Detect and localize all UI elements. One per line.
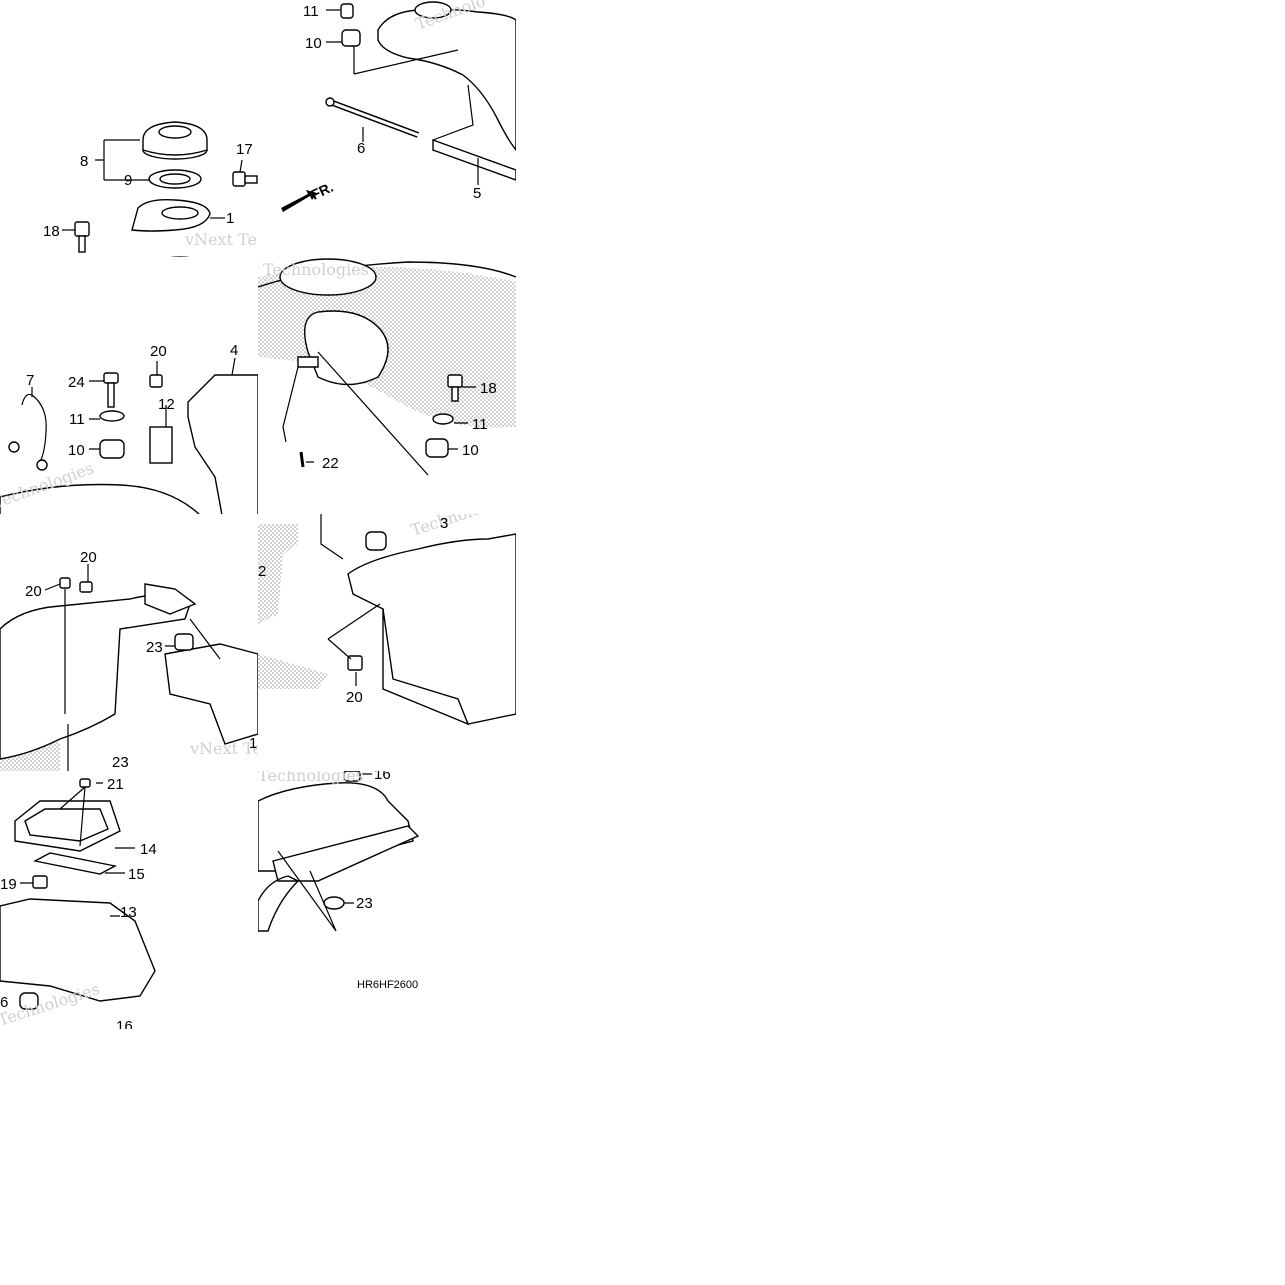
tile-side-cover: Technolo 3 2 20 <box>258 514 516 772</box>
callout-label-10: 10 <box>68 442 85 459</box>
bolt-17-part <box>232 171 258 187</box>
callout-label-22: 22 <box>322 455 339 472</box>
bolt-20a-part <box>59 577 71 589</box>
callout-label-21: 21 <box>107 776 124 793</box>
screw-21-part <box>79 778 91 788</box>
watermark-text: Technologies <box>258 771 364 785</box>
callout-label-18: 18 <box>480 380 497 397</box>
bolt-24-part <box>103 372 119 384</box>
callout-label-11: 11 <box>69 411 85 428</box>
callout-label-18: 18 <box>43 223 60 240</box>
rubber-11-part <box>340 3 354 19</box>
callout-label-14: 14 <box>140 841 157 858</box>
callout-label-10: 10 <box>305 35 322 52</box>
rubber-10-part <box>425 438 449 458</box>
tile-fuel-cap: vNext Te 8 9 17 1 18 <box>0 0 258 258</box>
callout-label-23: 23 <box>356 895 373 912</box>
callout-label-13-cut: 13 <box>249 735 258 752</box>
wire-7-part <box>21 393 47 463</box>
tile-battery-box: Technologies 21 14 15 19 13 16 6 <box>0 771 258 1029</box>
cap-gasket-part <box>148 169 202 189</box>
callout-label-20: 20 <box>150 343 167 360</box>
battery-box-13-part <box>0 898 156 1002</box>
callout-label-5: 5 <box>473 185 481 202</box>
clip-23-part <box>323 896 345 910</box>
bolt-20-part <box>347 655 363 671</box>
watermark-text: vNext Tec <box>189 739 258 758</box>
bolt-19-part <box>32 875 48 889</box>
callout-label-23: 23 <box>146 639 163 656</box>
bolt-20b-part <box>79 581 93 593</box>
bolt-20-part <box>149 374 163 388</box>
front-direction-arrow-icon <box>281 190 317 212</box>
rod-6-part <box>325 97 420 138</box>
bolt-18-part <box>447 374 463 388</box>
callout-label-19: 19 <box>0 876 17 893</box>
callout-label-7: 7 <box>26 372 34 389</box>
callout-label-2: 2 <box>258 563 266 580</box>
fuel-tank-top-part <box>377 1 516 152</box>
diagram-code-label: HR6HF2600 <box>357 979 418 991</box>
callout-label-11: 11 <box>472 416 488 433</box>
callout-label-15: 15 <box>128 866 145 883</box>
callout-label-9: 9 <box>124 172 132 189</box>
rubber-10-part <box>341 29 361 47</box>
callout-label-1: 1 <box>226 210 234 227</box>
clip-12-part <box>149 426 173 464</box>
front-marker-label: FR. <box>309 179 336 203</box>
clip-23-part <box>174 633 194 651</box>
callout-label-16: 16 <box>116 1018 133 1029</box>
grommet-3-part <box>365 531 387 551</box>
callout-label-20a: 20 <box>25 583 42 600</box>
callout-label-20b: 20 <box>80 549 97 566</box>
rubber-11-part <box>432 413 454 425</box>
gasket-15-part <box>32 852 118 875</box>
filler-neck-part <box>131 198 211 232</box>
watermark-text: vNext Te <box>184 230 257 249</box>
bracket-5-part <box>432 139 516 181</box>
grommet-16-part <box>343 771 361 782</box>
tile-tray: Technologies 16 23 HR6HF2600 <box>258 771 516 1029</box>
callout-label-3: 3 <box>440 515 448 532</box>
tile-tank-body: Technologies 18 11 10 22 <box>258 257 516 515</box>
callout-label-10: 10 <box>462 442 479 459</box>
grommet-16-part <box>19 992 39 1010</box>
callout-label-23b: 23 <box>112 754 129 771</box>
tile-bracket-area: Technologies 7 24 20 4 12 11 10 <box>0 257 258 515</box>
callout-label-24: 24 <box>68 374 85 391</box>
callout-label-20: 20 <box>346 689 363 706</box>
rubber-10-part <box>99 439 125 459</box>
fuel-cap-part <box>142 121 208 160</box>
tile-tank-top: FR. Technolo 11 10 6 5 <box>258 0 516 258</box>
bracket-4-part <box>187 374 258 515</box>
watermark-text: Technologies <box>263 260 369 279</box>
callout-label-13: 13 <box>120 904 137 921</box>
callout-label-16: 16 <box>374 771 391 783</box>
callout-label-11: 11 <box>303 3 319 20</box>
callout-label-16-cut: 6 <box>0 994 8 1011</box>
clip-22-part <box>299 451 305 468</box>
callout-label-12: 12 <box>158 396 175 413</box>
bolt-18-part <box>74 221 90 253</box>
callout-label-17: 17 <box>236 141 253 158</box>
callout-label-8: 8 <box>80 153 88 170</box>
tile-frame-cover: vNext Tec 20 20 23 23 13 <box>0 514 258 772</box>
callout-label-4: 4 <box>230 342 238 359</box>
callout-label-6: 6 <box>357 140 365 157</box>
frame-cover-part <box>0 594 191 760</box>
tank-filler-opening-part <box>279 258 377 296</box>
rubber-11-part <box>99 410 125 422</box>
